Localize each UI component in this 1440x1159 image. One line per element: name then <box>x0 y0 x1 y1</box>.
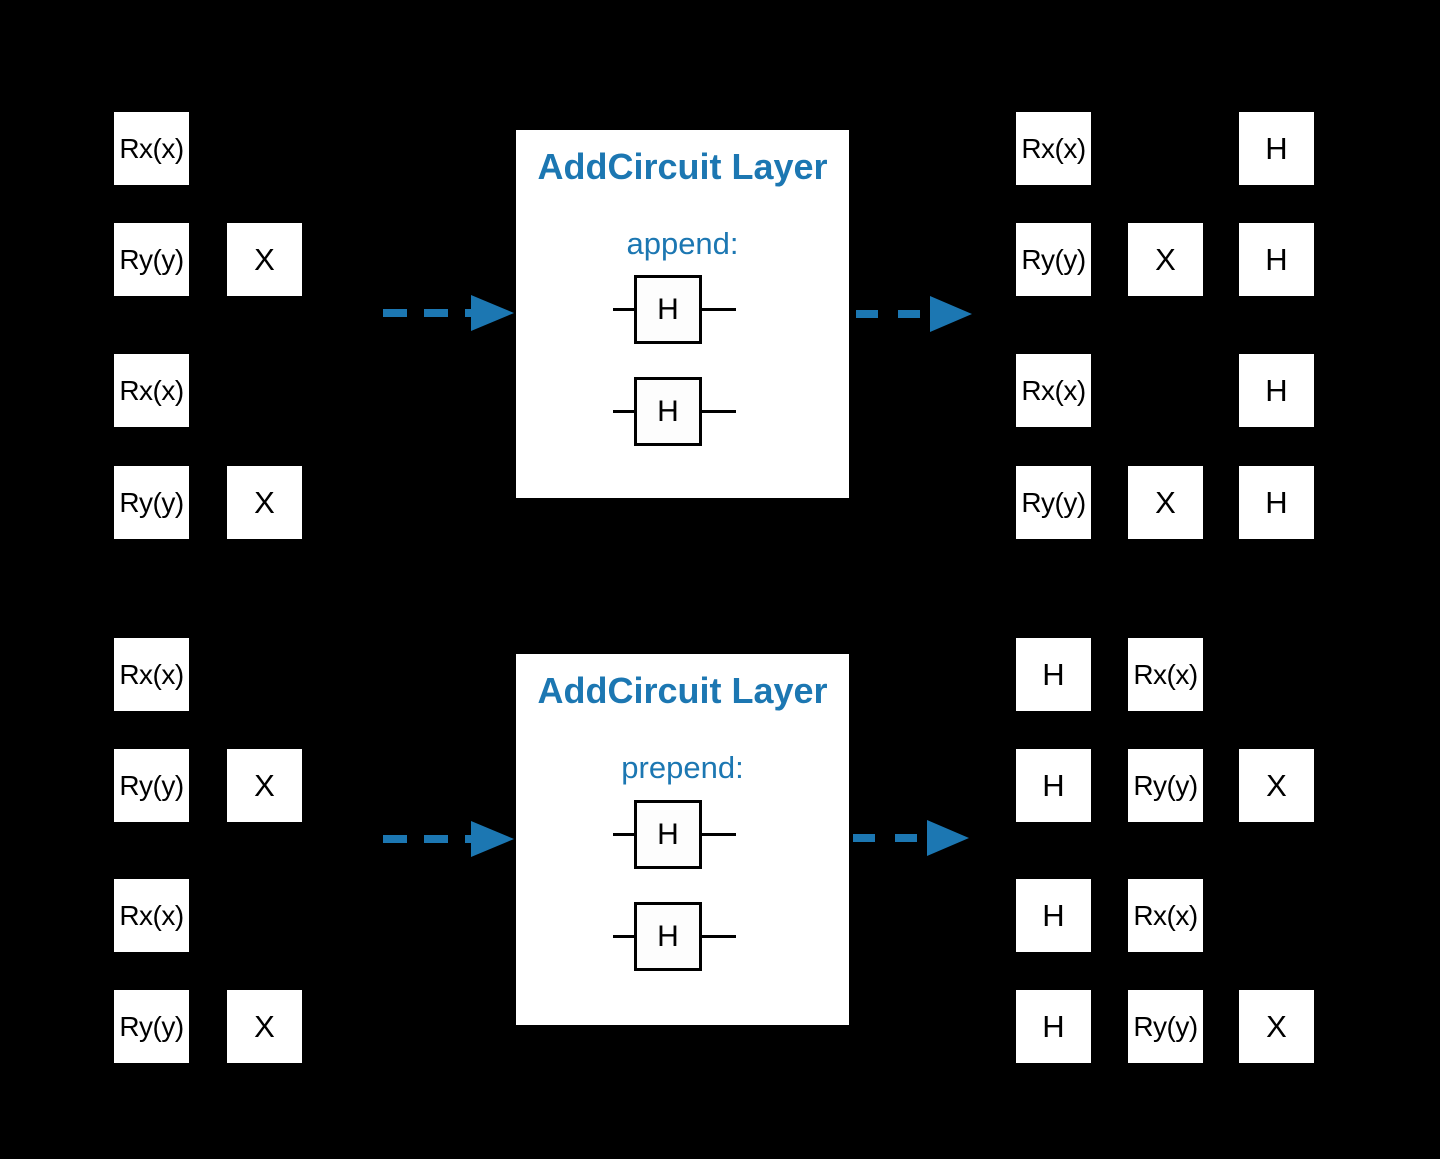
dashed-arrow-right-icon <box>383 295 514 331</box>
gate-rxx-box: Rx(x) <box>114 638 189 711</box>
h-gate-on-wire: H <box>613 902 736 971</box>
qubit-wire <box>613 833 634 836</box>
qubit-wire <box>702 833 736 836</box>
gate-rxx-box: Rx(x) <box>1016 112 1091 185</box>
gate-h-box: H <box>1016 749 1091 822</box>
gate-x-box: X <box>1239 990 1314 1063</box>
h-gate-box: H <box>634 275 702 344</box>
mode-label: prepend: <box>621 750 744 785</box>
gate-x-box: X <box>227 223 302 296</box>
gate-h-box: H <box>1016 879 1091 952</box>
gate-ryy-box: Ry(y) <box>1128 990 1203 1063</box>
gate-rxx-box: Rx(x) <box>1128 879 1203 952</box>
h-gate-box: H <box>634 902 702 971</box>
panel-title: AddCircuit Layer <box>537 146 828 187</box>
gate-h-box: H <box>1239 354 1314 427</box>
h-gate-on-wire: H <box>613 275 736 344</box>
h-gate-box: H <box>634 800 702 869</box>
qubit-wire <box>613 308 634 311</box>
dashed-arrow-right-icon <box>853 820 969 856</box>
gate-x-box: X <box>227 749 302 822</box>
dashed-arrow-right-icon <box>856 296 972 332</box>
gate-rxx-box: Rx(x) <box>1128 638 1203 711</box>
h-gate-on-wire: H <box>613 377 736 446</box>
h-gate-on-wire: H <box>613 800 736 869</box>
gate-x-box: X <box>227 466 302 539</box>
gate-rxx-box: Rx(x) <box>114 354 189 427</box>
gate-h-box: H <box>1016 638 1091 711</box>
addcircuit-panel-prepend: AddCircuit Layer prepend: H H <box>516 654 849 1025</box>
qubit-wire <box>613 410 634 413</box>
gate-ryy-box: Ry(y) <box>114 223 189 296</box>
h-gate-label: H <box>657 394 679 428</box>
gate-h-box: H <box>1239 112 1314 185</box>
gate-ryy-box: Ry(y) <box>114 749 189 822</box>
dashed-arrow-right-icon <box>383 821 514 857</box>
qubit-wire <box>702 308 736 311</box>
h-gate-label: H <box>657 817 679 851</box>
h-gate-label: H <box>657 292 679 326</box>
gate-rxx-box: Rx(x) <box>1016 354 1091 427</box>
addcircuit-panel-append: AddCircuit Layer append: H H <box>516 130 849 498</box>
gate-ryy-box: Ry(y) <box>114 990 189 1063</box>
qubit-wire <box>702 410 736 413</box>
gate-h-box: H <box>1016 990 1091 1063</box>
gate-x-box: X <box>1128 223 1203 296</box>
gate-rxx-box: Rx(x) <box>114 112 189 185</box>
gate-x-box: X <box>227 990 302 1063</box>
gate-rxx-box: Rx(x) <box>114 879 189 952</box>
gate-ryy-box: Ry(y) <box>114 466 189 539</box>
mode-label: append: <box>626 226 739 261</box>
gate-ryy-box: Ry(y) <box>1016 223 1091 296</box>
gate-h-box: H <box>1239 223 1314 296</box>
qubit-wire <box>613 935 634 938</box>
h-gate-box: H <box>634 377 702 446</box>
gate-ryy-box: Ry(y) <box>1016 466 1091 539</box>
qubit-wire <box>702 935 736 938</box>
h-gate-label: H <box>657 919 679 953</box>
gate-ryy-box: Ry(y) <box>1128 749 1203 822</box>
gate-h-box: H <box>1239 466 1314 539</box>
gate-x-box: X <box>1239 749 1314 822</box>
panel-title: AddCircuit Layer <box>537 670 828 711</box>
gate-x-box: X <box>1128 466 1203 539</box>
